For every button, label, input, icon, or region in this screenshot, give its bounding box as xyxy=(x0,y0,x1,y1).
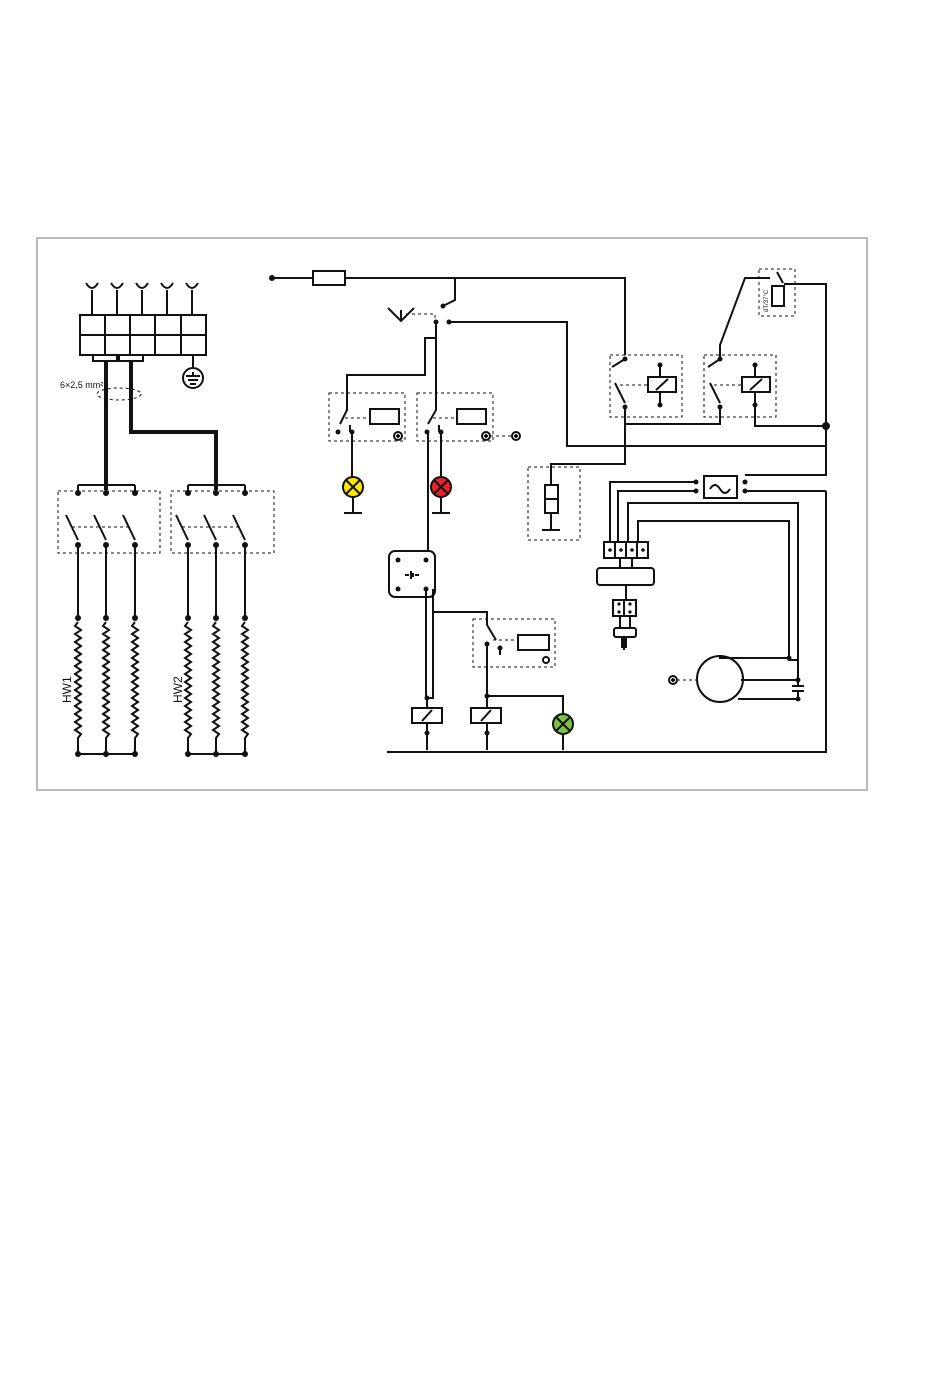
lamp-red xyxy=(431,477,451,513)
heater-hw2-label: HW2 xyxy=(171,676,185,703)
heater-hw2 xyxy=(185,545,248,757)
pump-terminal-strip xyxy=(597,503,798,660)
differential-thermostat: dT/37°C xyxy=(759,269,826,426)
filter xyxy=(610,476,826,542)
coil-k1 xyxy=(412,696,442,751)
fuse xyxy=(269,271,455,285)
lamp-yellow xyxy=(343,477,363,513)
heater-hw1 xyxy=(75,545,138,757)
cable-label: 6×2,5 mm² xyxy=(60,380,103,390)
contactor-hw2 xyxy=(171,485,274,553)
contactor-hw1 xyxy=(58,485,160,553)
safety-thermostat xyxy=(389,551,487,698)
solenoid-valve xyxy=(528,464,580,540)
coil-k2 xyxy=(471,696,501,750)
relay-r1 xyxy=(551,355,720,485)
heater-hw1-label: HW1 xyxy=(60,676,74,703)
thermostat-label: dT/37°C xyxy=(764,289,770,312)
supply-terminal-block xyxy=(80,283,206,388)
pump-motor xyxy=(669,656,804,703)
relay-r2 xyxy=(704,355,826,426)
lamp-green xyxy=(553,714,573,750)
relay-yellow-lamp xyxy=(329,393,405,478)
relay-red-lamp xyxy=(417,393,520,560)
